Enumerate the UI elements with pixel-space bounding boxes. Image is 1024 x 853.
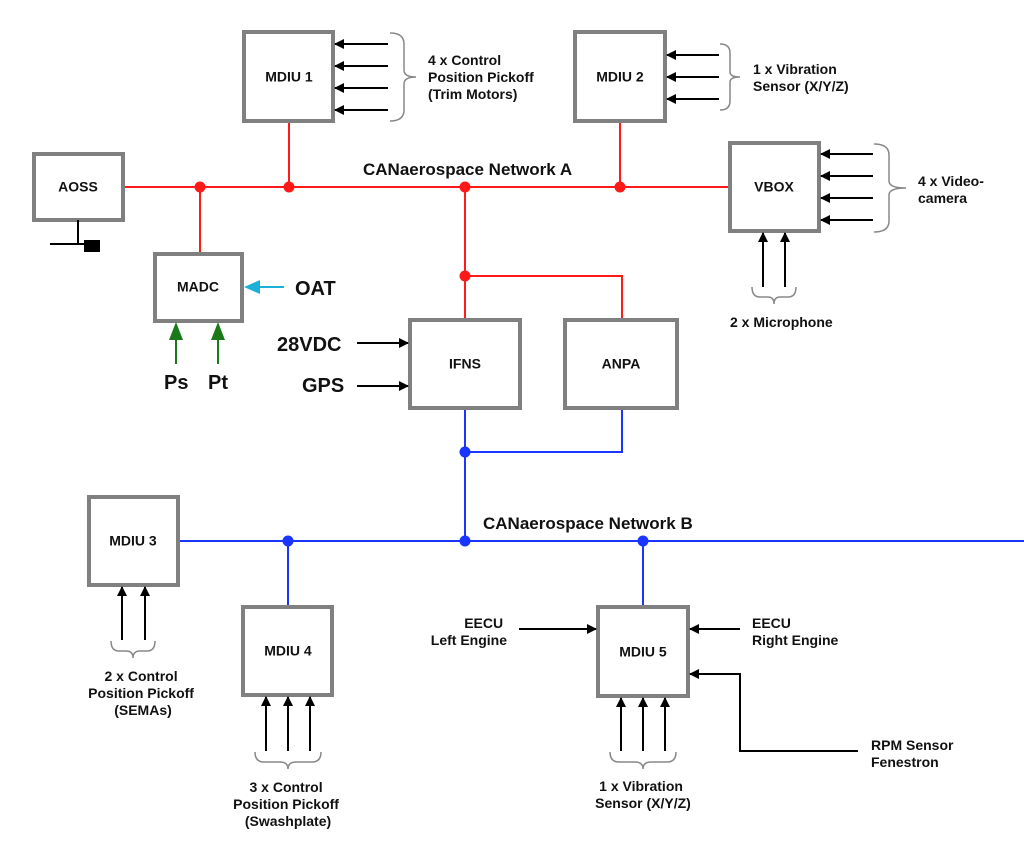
network-b-label: CANaerospace Network B — [483, 514, 693, 533]
mdiu2-input-note: 1 x Vibration Sensor (X/Y/Z) — [753, 61, 849, 94]
eecu-right-note: EECU Right Engine — [752, 615, 839, 648]
eecu-left-note: EECU Left Engine — [431, 615, 507, 648]
rpm-sensor-note: RPM Sensor Fenestron — [871, 737, 957, 770]
oat-arrow-head — [244, 280, 260, 294]
mdiu3-unit[interactable]: MDIU 3 2 x Control Position Pickoff (SEM… — [87, 495, 198, 718]
power-label: 28VDC — [277, 334, 341, 356]
oat-label: OAT — [295, 278, 336, 300]
mdiu3-input-note: 2 x Control Position Pickoff (SEMAs) — [88, 668, 198, 718]
madc-unit[interactable]: MADC OAT Ps Pt — [153, 252, 336, 394]
aoss-probe-icon — [84, 240, 100, 252]
network-b-junction — [637, 535, 649, 547]
ps-arrow-head — [169, 322, 183, 340]
mdiu5-label: MDIU 5 — [619, 644, 667, 660]
network-b: CANaerospace Network B — [179, 407, 1024, 607]
vbox-label: VBOX — [754, 179, 794, 195]
network-b-junction — [459, 446, 471, 458]
mdiu1-unit[interactable]: MDIU 1 4 x Control Position Pickoff (Tri… — [242, 30, 538, 123]
mdiu4-label: MDIU 4 — [264, 643, 312, 659]
anpa-label: ANPA — [602, 356, 641, 372]
network-b-junction — [459, 535, 471, 547]
vbox-camera-brace — [873, 143, 907, 233]
mdiu4-input-note: 3 x Control Position Pickoff (Swashplate… — [233, 779, 343, 829]
mdiu5-vibration-note: 1 x Vibration Sensor (X/Y/Z) — [595, 778, 691, 811]
pt-label: Pt — [208, 372, 228, 394]
madc-label: MADC — [177, 279, 219, 295]
network-a-junction — [614, 181, 626, 193]
mdiu2-unit[interactable]: MDIU 2 1 x Vibration Sensor (X/Y/Z) — [573, 30, 849, 123]
anpa-unit[interactable]: ANPA — [563, 318, 679, 410]
ifns-label: IFNS — [449, 356, 481, 372]
network-a-junction — [283, 181, 295, 193]
mdiu2-label: MDIU 2 — [596, 69, 644, 85]
mdiu3-label: MDIU 3 — [109, 533, 157, 549]
vbox-camera-note: 4 x Video- camera — [918, 173, 988, 206]
rpm-sensor-arrow — [689, 669, 858, 752]
network-a: CANaerospace Network A — [124, 122, 730, 320]
network-a-drop-anpa — [465, 275, 623, 320]
network-b-junction — [282, 535, 294, 547]
mdiu2-brace — [719, 43, 741, 111]
aoss-unit[interactable]: AOSS — [32, 152, 125, 252]
mdiu4-unit[interactable]: MDIU 4 3 x Control Position Pickoff (Swa… — [233, 605, 343, 829]
network-a-junction — [194, 181, 206, 193]
vbox-microphone-brace — [751, 286, 797, 305]
vbox-unit[interactable]: VBOX 4 x Video- camera 2 x Microphone — [728, 141, 988, 330]
pt-arrow-head — [211, 322, 225, 340]
mdiu1-label: MDIU 1 — [265, 69, 313, 85]
ps-label: Ps — [164, 372, 188, 394]
ifns-unit[interactable]: IFNS 28VDC GPS — [277, 318, 522, 410]
network-b-drop-anpa — [465, 407, 623, 453]
vbox-microphone-note: 2 x Microphone — [730, 314, 833, 330]
mdiu1-input-note: 4 x Control Position Pickoff (Trim Motor… — [428, 52, 538, 102]
mdiu5-vibration-brace — [609, 751, 677, 770]
aoss-label: AOSS — [58, 179, 98, 195]
mdiu4-brace — [254, 751, 322, 770]
network-a-junction — [459, 181, 471, 193]
mdiu1-brace — [389, 32, 417, 122]
network-a-junction — [459, 270, 471, 282]
mdiu5-unit[interactable]: MDIU 5 EECU Left Engine EECU Right Engin… — [431, 605, 958, 811]
network-a-label: CANaerospace Network A — [363, 160, 572, 179]
mdiu3-brace — [110, 640, 156, 659]
gps-label: GPS — [302, 375, 344, 397]
